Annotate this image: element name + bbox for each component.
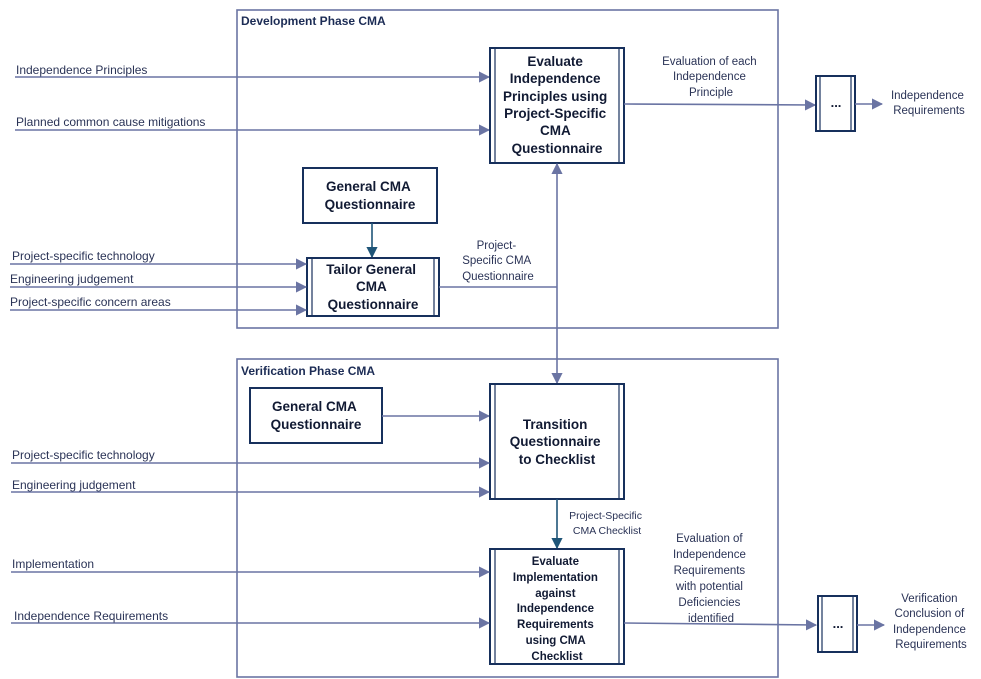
svg-text:Evaluate Independence: Evaluate Independence Principles using P… [503,54,611,156]
input-engineering-judgement-dev: Engineering judgement [10,272,134,286]
input-independence-requirements: Independence Requirements [14,609,168,623]
svg-text:General CMA Questionnair: General CMA Questionnaire [271,399,362,432]
evaluation-each-principle-note: Evaluation of each Independence Principl… [662,56,760,99]
transition-questionnaire-box: Transition Questionnaire to Checklist [489,383,625,500]
project-specific-checklist-note: Project-Specific CMA Checklist [569,510,645,537]
input-implementation: Implementation [12,557,94,571]
svg-text:...: ... [831,95,842,110]
general-cma-questionnaire-box-verif: General CMA Questionnaire [249,387,383,444]
tailor-general-questionnaire-box: Tailor General CMA Questionnaire [306,257,440,317]
development-ellipsis-box: ... [815,75,856,132]
arrow-evaluation-deficiencies [623,619,818,631]
input-concern-areas: Project-specific concern areas [10,295,171,309]
evaluate-independence-principles-box: Evaluate Independence Principles using P… [489,47,625,164]
project-specific-questionnaire-note: Project- Specific CMA Questionnaire [462,240,534,283]
development-phase-title: Development Phase CMA [241,14,386,28]
general-cma-questionnaire-box-dev: General CMA Questionnaire [302,167,438,224]
independence-requirements-output: Independence Requirements [891,90,967,117]
svg-text:General CMA Questionnair: General CMA Questionnaire [325,179,416,212]
verification-conclusion-output: Verification Conclusion of Independence … [893,593,969,651]
input-engineering-judgement-verif: Engineering judgement [12,478,136,492]
development-phase-frame [236,9,779,329]
arrow-evaluation-each-principle [623,99,817,111]
evaluation-deficiencies-note: Evaluation of Independence Requirements … [673,533,749,625]
svg-text:Evaluate Implementation: Evaluate Implementation against Independ… [513,556,601,663]
input-independence-principles: Independence Principles [16,63,147,77]
evaluate-implementation-box: Evaluate Implementation against Independ… [489,548,625,665]
input-project-technology-dev: Project-specific technology [12,249,155,263]
input-project-technology-verif: Project-specific technology [12,448,155,462]
verification-ellipsis-box: ... [817,595,858,653]
svg-text:Transition Questionnaire: Transition Questionnaire to Checklist [510,417,605,467]
verification-phase-frame [236,358,779,678]
svg-text:...: ... [833,616,844,631]
input-planned-mitigations: Planned common cause mitigations [16,115,205,129]
verification-phase-title: Verification Phase CMA [241,364,375,378]
svg-text:Tailor General CMA: Tailor General CMA Questionnaire [326,262,420,312]
